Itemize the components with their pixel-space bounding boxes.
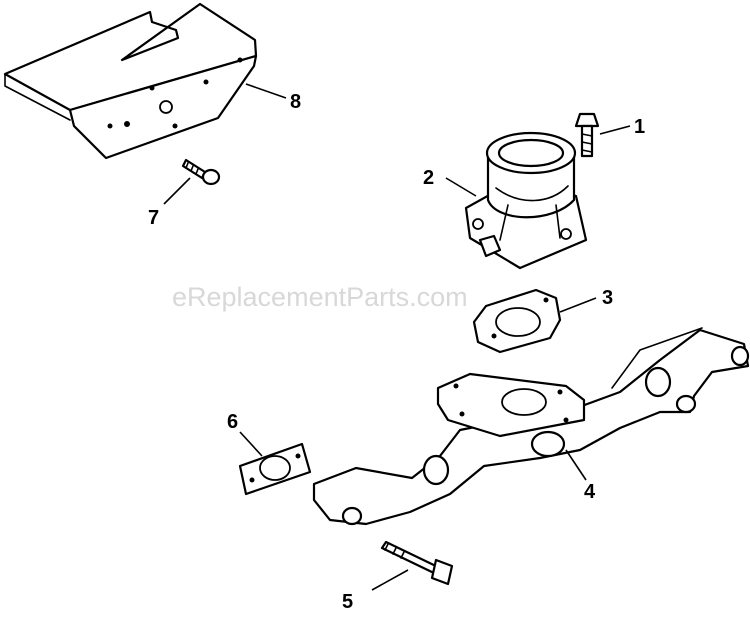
part-3-gasket[interactable] [472,288,562,354]
callout-3: 3 [602,287,613,309]
watermark-text: eReplacementParts.com [172,282,468,312]
callout-6: 6 [227,411,238,433]
callout-4: 4 [584,481,596,503]
part-8-bracket[interactable] [3,2,258,160]
part-6-gasket[interactable] [238,442,312,496]
callout-8: 8 [290,91,301,113]
part-4-manifold[interactable] [312,327,750,526]
callout-7: 7 [148,207,159,229]
part-5-bolt[interactable] [380,540,454,586]
callout-2: 2 [423,167,434,189]
callout-5: 5 [342,591,353,613]
callout-1: 1 [634,116,645,138]
part-2-adapter[interactable] [464,131,588,270]
leader-lines [163,83,631,591]
part-1-bolt[interactable] [574,112,600,158]
part-7-screw[interactable] [181,158,221,186]
